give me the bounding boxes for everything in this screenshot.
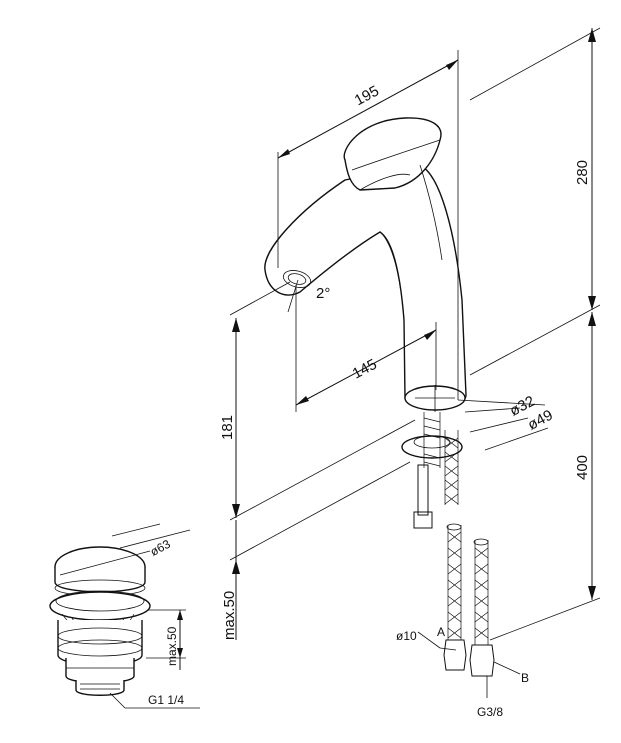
dim-145: 145 <box>350 356 380 383</box>
label-a: A <box>437 625 445 639</box>
dim-max50: max.50 <box>221 591 238 640</box>
dim-280: 280 <box>574 160 591 185</box>
drain-thread: G1 1/4 <box>148 693 184 707</box>
label-b: B <box>521 671 529 685</box>
dim-181: 181 <box>219 415 236 440</box>
label-g38: G3/8 <box>477 705 503 719</box>
drain-max50: max.50 <box>165 626 179 666</box>
faucet-body <box>264 117 495 677</box>
dim-195: 195 <box>352 83 382 110</box>
dim-400: 400 <box>574 455 591 480</box>
dim-angle: 2° <box>316 285 330 302</box>
drain-valve <box>49 546 151 696</box>
dim-dia10: ø10 <box>396 629 417 643</box>
